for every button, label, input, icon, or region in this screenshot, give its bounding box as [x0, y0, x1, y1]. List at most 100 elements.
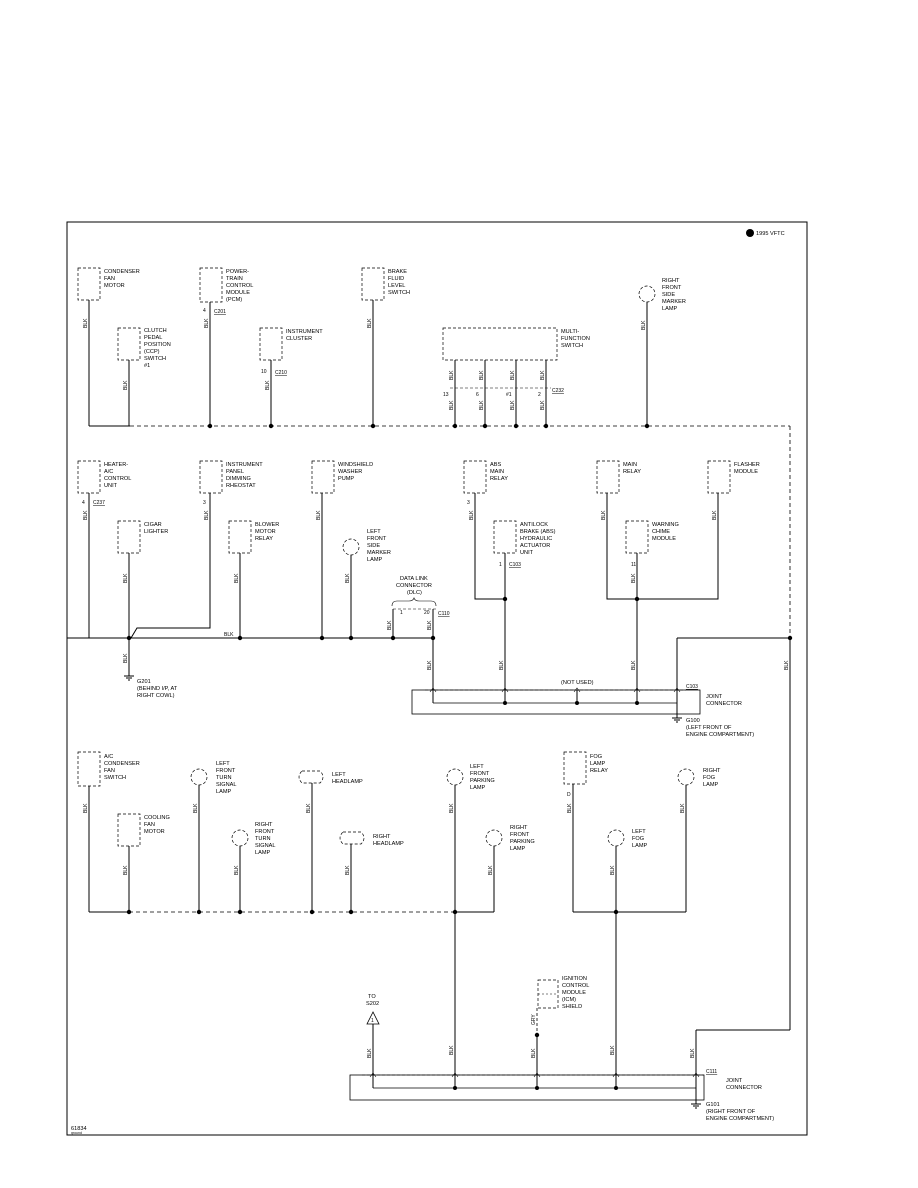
- svg-text:BLK: BLK: [316, 510, 322, 520]
- svg-text:BLK: BLK: [204, 318, 210, 328]
- svg-text:BLK: BLK: [531, 1048, 537, 1058]
- svg-text:BLK: BLK: [427, 620, 433, 630]
- svg-text:1: 1: [499, 562, 502, 568]
- svg-text:D: D: [567, 792, 571, 798]
- svg-text:BLK: BLK: [234, 865, 240, 875]
- svg-text:BLK: BLK: [427, 660, 433, 670]
- svg-text:BLK: BLK: [123, 573, 129, 583]
- svg-text:1995 VFTC: 1995 VFTC: [756, 231, 785, 237]
- svg-text:BLK: BLK: [83, 803, 89, 813]
- svg-text:BLK: BLK: [680, 803, 686, 813]
- svg-text:BLK: BLK: [631, 660, 637, 670]
- svg-text:BLK: BLK: [449, 370, 455, 380]
- svg-text:BLK: BLK: [367, 1048, 373, 1058]
- svg-text:BLK: BLK: [449, 400, 455, 410]
- svg-text:BLK: BLK: [469, 510, 475, 520]
- svg-text:BLK: BLK: [123, 380, 129, 390]
- svg-text:ground: ground: [71, 1131, 82, 1135]
- figure-id: 61834 ground: [71, 1126, 87, 1135]
- svg-text:BLK: BLK: [610, 865, 616, 875]
- svg-text:BLK: BLK: [601, 510, 607, 520]
- svg-text:4: 4: [82, 500, 85, 506]
- svg-text:BLK: BLK: [499, 660, 505, 670]
- svg-text:BLK: BLK: [83, 318, 89, 328]
- svg-text:BLK: BLK: [540, 370, 546, 380]
- svg-text:C111: C111: [706, 1069, 717, 1075]
- svg-text:BLK: BLK: [449, 1045, 455, 1055]
- svg-text:BLK: BLK: [234, 573, 240, 583]
- svg-text:BLK: BLK: [306, 803, 312, 813]
- svg-text:BLK: BLK: [265, 380, 271, 390]
- svg-text:20: 20: [424, 610, 430, 616]
- svg-text:C237: C237: [93, 500, 105, 506]
- svg-text:BLK: BLK: [345, 865, 351, 875]
- diagram-frame: [66, 221, 808, 1136]
- svg-text:BLK: BLK: [610, 1045, 616, 1055]
- svg-text:BLK: BLK: [479, 400, 485, 410]
- svg-text:BLK: BLK: [690, 1048, 696, 1058]
- svg-text:BLK: BLK: [567, 803, 573, 813]
- svg-text:11: 11: [631, 562, 636, 568]
- svg-text:3: 3: [467, 500, 470, 506]
- svg-text:BLK: BLK: [488, 865, 494, 875]
- svg-text:BLK: BLK: [345, 573, 351, 583]
- svg-text:BLK: BLK: [193, 803, 199, 813]
- svg-text:BLK: BLK: [631, 573, 637, 583]
- svg-text:BLK: BLK: [224, 632, 234, 638]
- svg-text:3: 3: [203, 500, 206, 506]
- svg-text:BLK: BLK: [123, 865, 129, 875]
